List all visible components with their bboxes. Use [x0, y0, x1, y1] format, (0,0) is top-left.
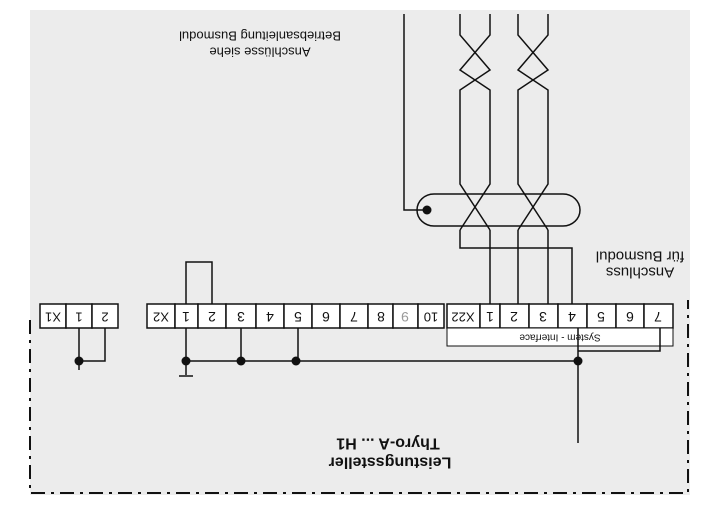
- terminal-block-x2: X2 1 2 3 4 5 6 7 8 9 10: [146, 303, 445, 329]
- terminal-block-x1: X1 1 2: [39, 303, 119, 329]
- x22-label: X22: [451, 310, 474, 325]
- busmodule-connection-line1: Anschluss: [606, 264, 674, 281]
- x1-label: X1: [45, 310, 61, 325]
- x22-terminal-5: 5: [597, 309, 605, 325]
- x22-terminal-6: 6: [626, 309, 634, 325]
- x2-terminal-9: 9: [401, 309, 409, 325]
- x2-terminal-8: 8: [377, 309, 385, 325]
- junction-dot-x2-5: [291, 356, 301, 366]
- cable-shield-junction-dot: [422, 205, 432, 215]
- x1-terminal-1: 1: [75, 310, 82, 325]
- busmodule-reference-line1: Anschlüsse siehe: [209, 45, 310, 60]
- x2-terminal-7: 7: [350, 309, 358, 325]
- x1-junction-dot: [74, 356, 84, 366]
- diagram-area: [30, 10, 690, 495]
- common-bus-wire: [179, 328, 661, 443]
- x22-terminal-4: 4: [568, 309, 576, 325]
- x2-loop-wire: [185, 261, 213, 304]
- x1-terminal-2: 2: [101, 310, 108, 325]
- device-name-line2: Leistungssteller: [329, 454, 452, 471]
- x22-terminal-2: 2: [510, 309, 518, 325]
- x22-terminal-7: 7: [654, 309, 662, 325]
- x2-terminal-6: 6: [322, 309, 330, 325]
- junction-dot-x2-3: [236, 356, 246, 366]
- x2-terminal-5: 5: [294, 309, 302, 325]
- busmodule-reference-line2: Betriebsanleitung Busmodul: [179, 29, 341, 44]
- junction-dot-x2-1: [181, 356, 191, 366]
- bus-cable: [403, 14, 581, 304]
- x2-terminal-1: 1: [182, 309, 190, 325]
- x2-terminal-10: 10: [424, 310, 438, 325]
- x2-terminal-2: 2: [208, 309, 216, 325]
- junction-dot-x22-4: [573, 356, 583, 366]
- x22-terminal-1: 1: [486, 309, 494, 325]
- housing-boundary: [29, 300, 689, 494]
- x2-label: X2: [153, 310, 169, 325]
- device-name-line1: Thyro-A ... H1: [336, 435, 440, 452]
- busmodule-connection-line2: für Busmodul: [596, 248, 684, 265]
- system-interface-label: System - Interface: [519, 332, 601, 343]
- terminal-block-x22: X22 1 2 3 4 5 6 7: [446, 303, 674, 329]
- system-interface-box: System - Interface: [446, 327, 674, 347]
- x22-terminal-3: 3: [539, 309, 547, 325]
- x2-terminal-4: 4: [266, 309, 274, 325]
- x2-terminal-3: 3: [237, 309, 245, 325]
